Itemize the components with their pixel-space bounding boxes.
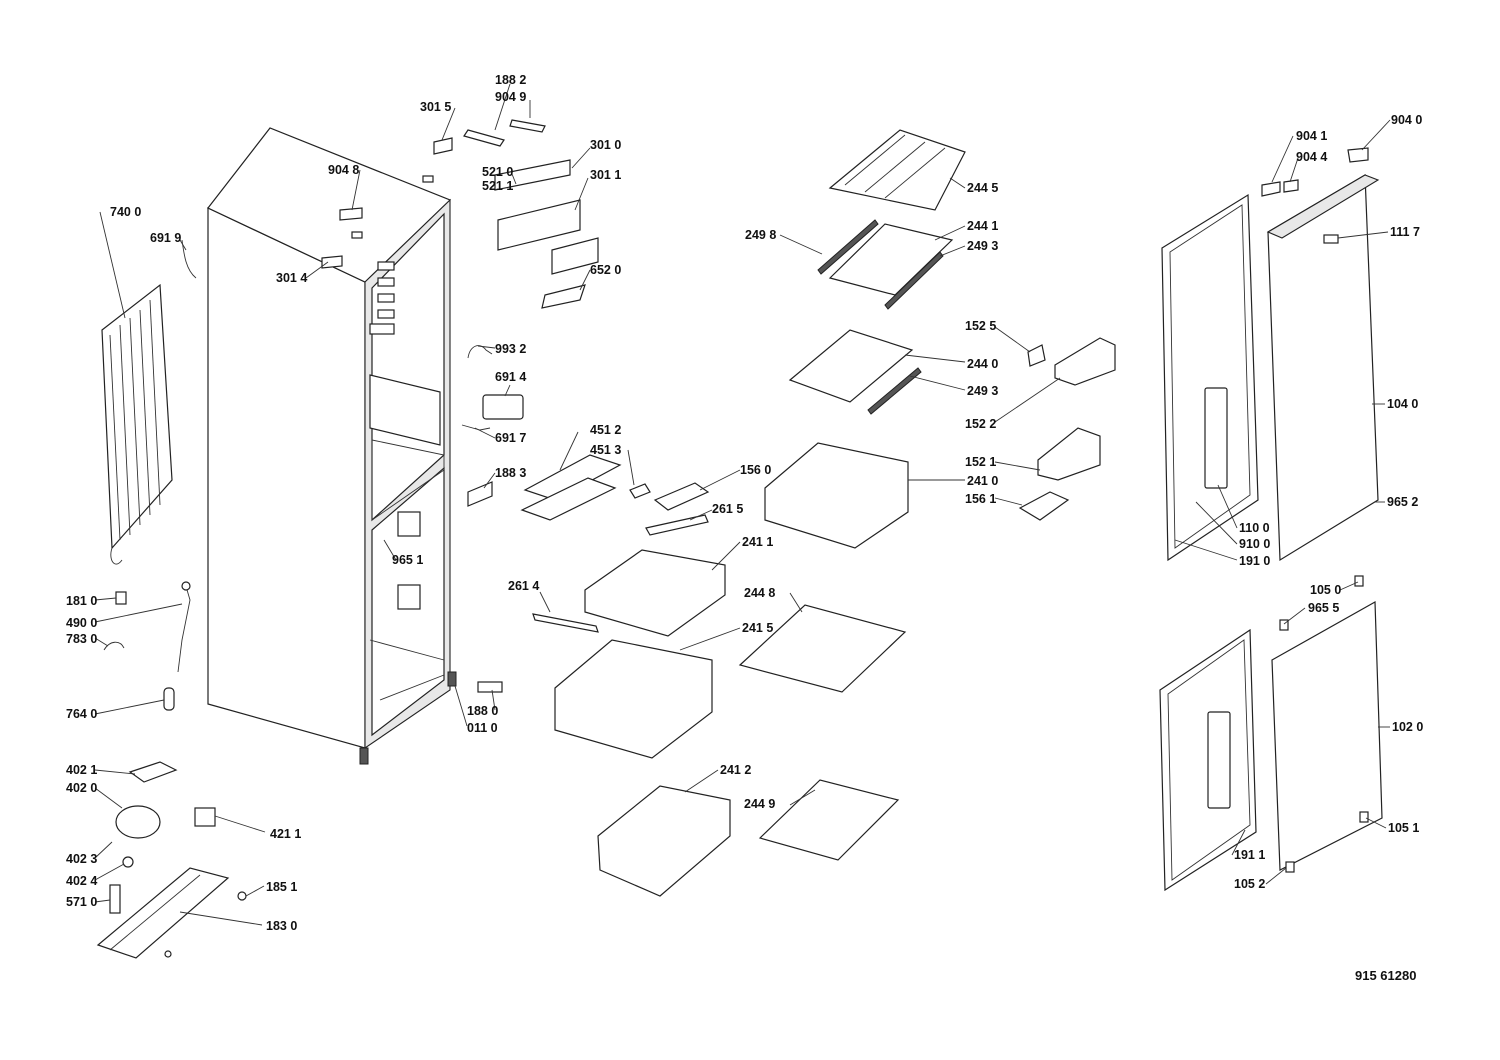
label-965-5: 965 5 [1308,601,1339,615]
door-bins [1018,337,1116,521]
label-402-1: 402 1 [66,763,97,777]
label-111-7: 111 7 [1390,225,1420,239]
label-451-3: 451 3 [590,443,621,457]
label-156-1: 156 1 [965,492,996,506]
label-011-0: 011 0 [467,721,498,735]
compressor-area [96,761,247,959]
label-105-1: 105 1 [1388,821,1419,835]
label-301-1: 301 1 [590,168,621,182]
fridge-shelves [764,129,966,549]
label-301-5: 301 5 [420,100,451,114]
label-904-4: 904 4 [1296,150,1327,164]
lower-door [1159,575,1383,892]
label-965-2: 965 2 [1387,495,1418,509]
cabinet [207,127,457,765]
label-910-0: 910 0 [1239,537,1270,551]
label-571-0: 571 0 [66,895,97,909]
label-904-0: 904 0 [1391,113,1422,127]
label-764-0: 764 0 [66,707,97,721]
part-labels: 188 2 904 9 301 5 301 0 521 0 521 1 301 … [66,73,1423,983]
label-102-0: 102 0 [1392,720,1423,734]
label-241-1: 241 1 [742,535,773,549]
label-301-4: 301 4 [276,271,307,285]
label-691-4: 691 4 [495,370,526,384]
label-965-1: 965 1 [392,553,423,567]
label-451-2: 451 2 [590,423,621,437]
label-421-1: 421 1 [270,827,301,841]
label-104-0: 104 0 [1387,397,1418,411]
label-188-0: 188 0 [467,704,498,718]
label-402-0: 402 0 [66,781,97,795]
label-241-5: 241 5 [742,621,773,635]
label-301-0: 301 0 [590,138,621,152]
label-261-4: 261 4 [508,579,539,593]
label-691-7: 691 7 [495,431,526,445]
label-904-8: 904 8 [328,163,359,177]
label-402-3: 402 3 [66,852,97,866]
leader-lines [94,83,1391,926]
label-783-0: 783 0 [66,632,97,646]
label-188-2: 188 2 [495,73,526,87]
label-691-9: 691 9 [150,231,181,245]
label-241-2: 241 2 [720,763,751,777]
label-652-0: 652 0 [590,263,621,277]
label-904-1: 904 1 [1296,129,1327,143]
upper-door [1161,147,1380,562]
document-number: 915 61280 [1355,968,1416,983]
label-521-1: 521 1 [482,179,513,193]
label-904-9: 904 9 [495,90,526,104]
label-191-0: 191 0 [1239,554,1270,568]
label-241-0: 241 0 [967,474,998,488]
label-244-9: 244 9 [744,797,775,811]
label-244-1: 244 1 [967,219,998,233]
label-490-0: 490 0 [66,616,97,630]
label-244-5: 244 5 [967,181,998,195]
label-185-1: 185 1 [266,880,297,894]
label-244-0: 244 0 [967,357,998,371]
label-740-0: 740 0 [110,205,141,219]
label-249-3-lower: 249 3 [967,384,998,398]
label-152-5: 152 5 [965,319,996,333]
label-152-1: 152 1 [965,455,996,469]
label-183-0: 183 0 [266,919,297,933]
label-105-2: 105 2 [1234,877,1265,891]
label-105-0: 105 0 [1310,583,1341,597]
label-249-8: 249 8 [745,228,776,242]
freezer-parts [520,454,907,897]
label-110-0: 110 0 [1239,521,1270,535]
label-181-0: 181 0 [66,594,97,608]
label-402-4: 402 4 [66,874,97,888]
label-521-0: 521 0 [482,165,513,179]
label-993-2: 993 2 [495,342,526,356]
condenser [101,283,173,565]
label-249-3-upper: 249 3 [967,239,998,253]
label-244-8: 244 8 [744,586,775,600]
label-261-5: 261 5 [712,502,743,516]
label-156-0: 156 0 [740,463,771,477]
label-152-2: 152 2 [965,417,996,431]
label-191-1: 191 1 [1234,848,1265,862]
label-188-3: 188 3 [495,466,526,480]
